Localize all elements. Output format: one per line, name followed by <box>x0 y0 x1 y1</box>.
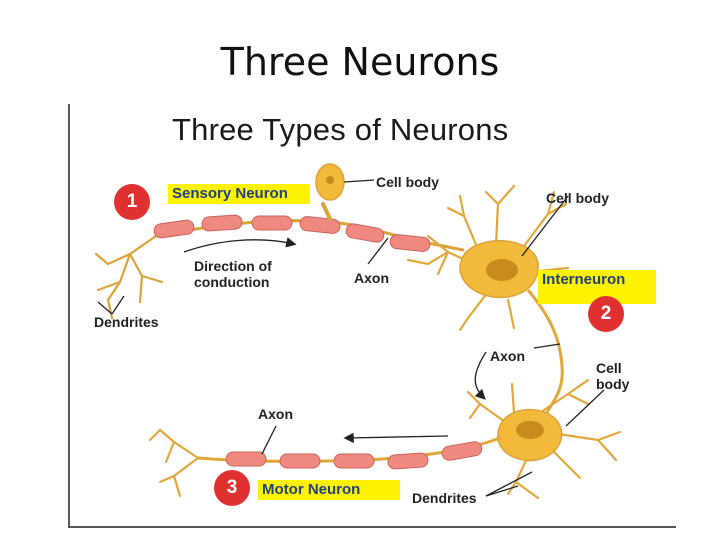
sensory-dendrites <box>94 234 164 320</box>
interneuron-cell-body-label: Cell body <box>546 190 610 206</box>
slide-title: Three Neurons <box>220 40 500 84</box>
interneuron-axon-label: Axon <box>490 348 525 364</box>
figure-border-left <box>68 104 70 528</box>
motor-neuron-label: Motor Neuron <box>258 480 400 500</box>
sensory-neuron-label: Sensory Neuron <box>168 184 310 204</box>
interneuron-number-badge: 2 <box>588 296 624 332</box>
motor-axon-label: Axon <box>258 406 293 422</box>
motor-neuron <box>148 378 622 500</box>
figure-title: Three Types of Neurons <box>172 112 509 147</box>
sensory-axon-label: Axon <box>354 270 389 286</box>
direction-of-conduction-label: Direction of conduction <box>194 258 272 290</box>
motor-dendrites-label: Dendrites <box>412 490 477 506</box>
interneuron <box>406 184 570 415</box>
motor-number-badge: 3 <box>214 470 250 506</box>
sensory-cell-body-label: Cell body <box>376 174 440 190</box>
sensory-number-badge: 1 <box>114 184 150 220</box>
sensory-dendrites-label: Dendrites <box>94 314 159 330</box>
sensory-myelin <box>153 214 431 252</box>
sensory-neuron <box>94 163 465 320</box>
figure-border-bottom <box>68 526 676 528</box>
neuron-diagram <box>94 163 622 500</box>
motor-cell-body-label: Cell body <box>596 360 630 392</box>
neuron-figure: Three Types of Neurons 1 Sensory Neuron … <box>68 104 676 530</box>
